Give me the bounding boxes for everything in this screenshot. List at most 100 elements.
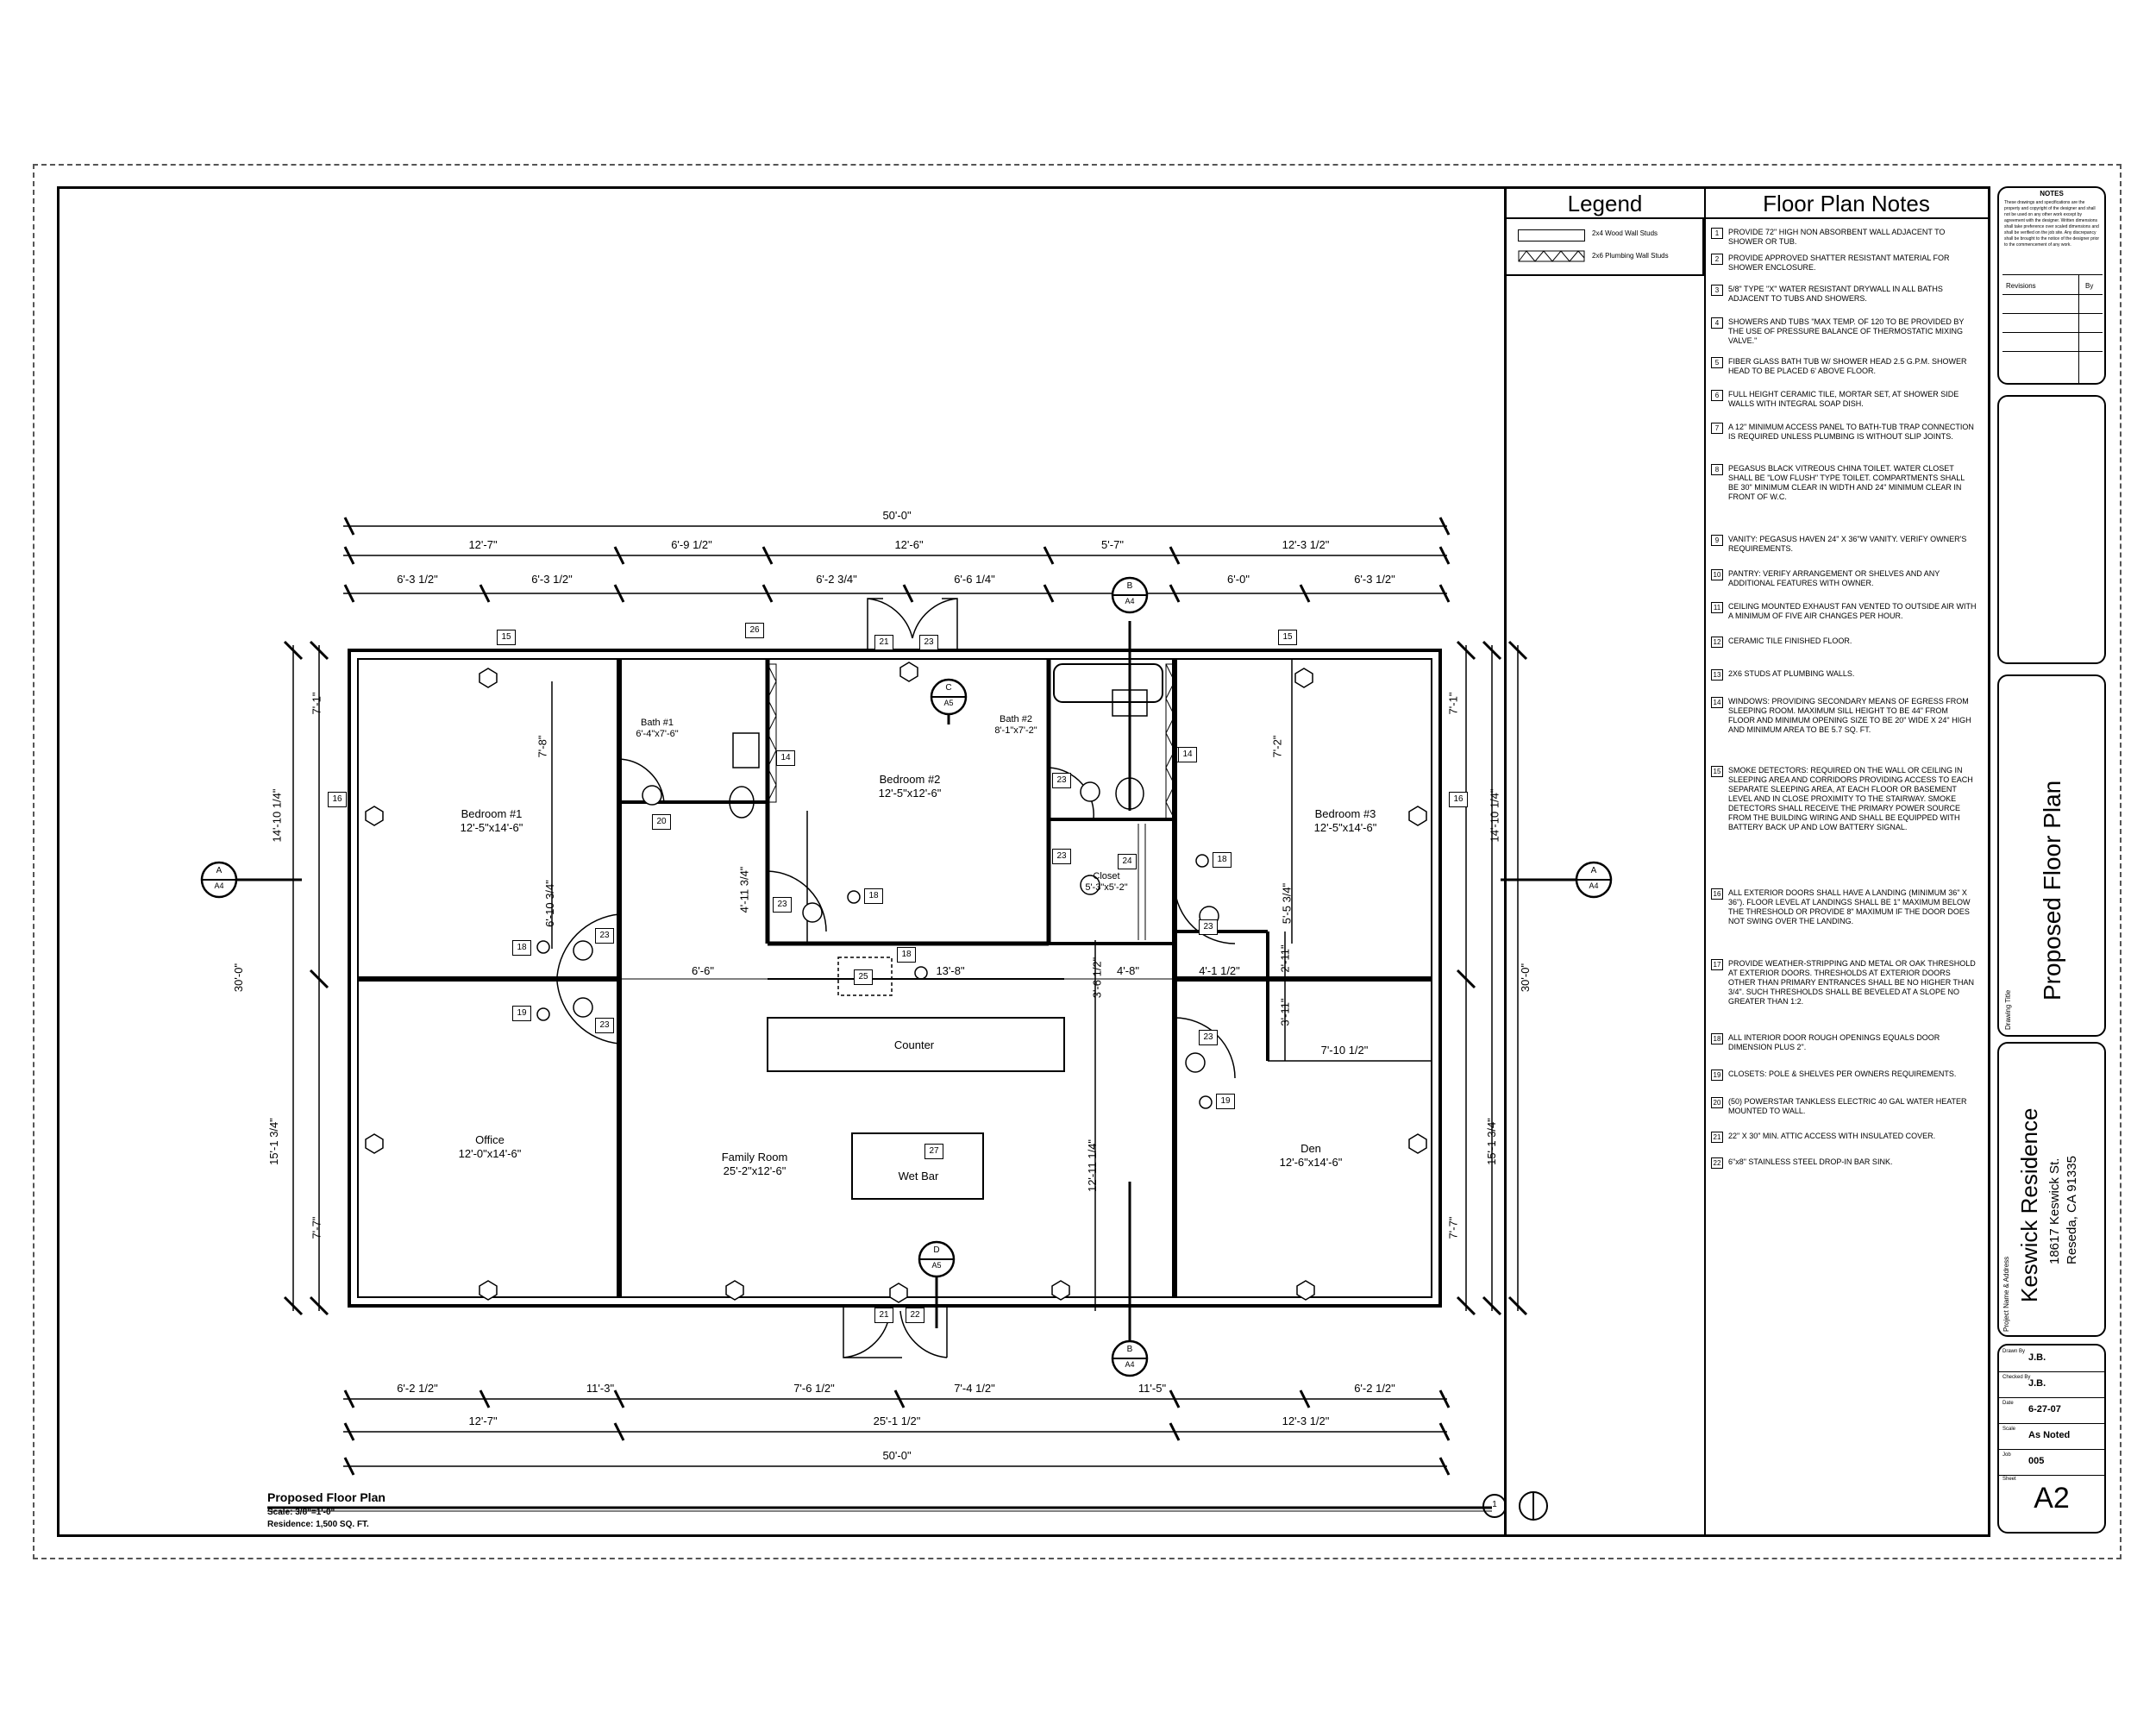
revisions-row-line: [2002, 332, 2103, 333]
titleblock-notes-text: These drawings and specifications are th…: [2004, 200, 2100, 248]
room-size: 12'-5"x14'-6": [1313, 821, 1377, 834]
note-tag: 27: [924, 1144, 943, 1159]
plan-drawing-number: 1: [1492, 1500, 1497, 1509]
room-bath2: Bath #2 8'-1"x7'-2": [981, 714, 1050, 737]
field-label: Drawn By: [2002, 1349, 2026, 1354]
room-size: 25'-2"x12'-6": [723, 1164, 787, 1177]
note-tag: 21: [874, 635, 893, 650]
room-size: 5'-3"x5'-2": [1085, 882, 1128, 893]
door-bath2: [1048, 767, 1094, 820]
note-tag: 23: [1199, 919, 1218, 935]
smoke-detector-icon: [914, 966, 928, 980]
note-number: 20: [1711, 1097, 1723, 1108]
dim-top2-1: 6'-3 1/2": [397, 573, 438, 586]
dim-int-9: 7'-2": [1270, 735, 1284, 758]
room-bedroom2: Bedroom #2 12'-5"x12'-6": [845, 773, 975, 800]
room-bedroom1: Bedroom #1 12'-5"x14'-6": [431, 807, 552, 835]
dim-bot-2: 25'-1 1/2": [873, 1414, 921, 1427]
room-bedroom3: Bedroom #3 12'-5"x14'-6": [1285, 807, 1406, 835]
note-number: 3: [1711, 285, 1723, 296]
dim-right-lower: 15'-1 3/4": [1484, 1118, 1498, 1165]
note-tag: 18: [864, 888, 883, 904]
dim-int-6: 3'-6 1/2": [1090, 957, 1104, 999]
note-tag: 23: [595, 1018, 614, 1033]
note-tag: 25: [854, 969, 873, 985]
field-label: Checked By: [2002, 1375, 2031, 1380]
dim-int-8: 4'-1 1/2": [1199, 964, 1240, 977]
dim-int-1: 7'-8": [536, 735, 549, 758]
field-value: J.B.: [2028, 1352, 2046, 1363]
revisions-row-line: [2002, 351, 2103, 352]
sheet-number: A2: [2034, 1482, 2070, 1515]
room-size: 6'-4"x7'-6": [636, 729, 679, 739]
titleblock-notes: NOTES These drawings and specifications …: [1997, 186, 2106, 385]
note-text: CERAMIC TILE FINISHED FLOOR.: [1728, 637, 1852, 645]
note-number: 6: [1711, 390, 1723, 401]
note-tag: 16: [1449, 792, 1468, 807]
titleblock-notes-heading: NOTES: [2040, 190, 2064, 198]
section-a2-letter: A: [1590, 866, 1597, 875]
dim-bot2-2: 11'-3": [586, 1382, 615, 1395]
section-d-sheet: A5: [931, 1261, 942, 1270]
legend-label-plumbing: 2x6 Plumbing Wall Studs: [1592, 252, 1669, 260]
note-tag: 20: [652, 814, 671, 830]
note-text: PROVIDE WEATHER-STRIPPING AND METAL OR O…: [1728, 959, 1976, 1006]
plan-scale: Scale: 3/8"=1'-0": [267, 1508, 335, 1517]
note-number: 21: [1711, 1132, 1723, 1143]
note-tag: 18: [897, 947, 916, 963]
smoke-detector-icon: [1199, 1095, 1213, 1109]
door-bedroom1: [556, 913, 620, 977]
dim-top2-6: 6'-3 1/2": [1354, 573, 1395, 586]
field-value: J.B.: [2028, 1378, 2046, 1389]
note-number: 4: [1711, 317, 1723, 329]
field-value: 005: [2028, 1456, 2045, 1466]
dim-int-3: 4'-11 3/4": [737, 866, 751, 913]
note-number: 2: [1711, 254, 1723, 265]
revisions-row-line: [2002, 294, 2103, 295]
room-closet: Closet 5'-3"x5'-2": [1068, 871, 1145, 894]
note-text: 6"x8" STAINLESS STEEL DROP-IN BAR SINK.: [1728, 1157, 1893, 1166]
door-bedroom2: [767, 870, 827, 932]
dim-int-4: 6'-6": [692, 964, 714, 977]
legend-title: Legend: [1506, 188, 1704, 219]
dim-int-10: 5'-5 3/4": [1280, 882, 1294, 925]
note-tag: 16: [328, 792, 347, 807]
section-b-letter: B: [1126, 581, 1133, 591]
room-name: Office: [475, 1133, 505, 1146]
legend-box: 2x4 Wood Wall Studs 2x6 Plumbing Wall St…: [1504, 219, 1704, 276]
plumbing-wall-bath2: [1165, 663, 1175, 820]
room-name: Bath #2: [1000, 714, 1032, 724]
wet-bar-label: Wet Bar: [898, 1170, 939, 1182]
note-number: 15: [1711, 766, 1723, 777]
exterior-wall-outer: [348, 649, 1442, 1308]
room-size: 12'-5"x12'-6": [878, 787, 942, 800]
door-office: [556, 981, 620, 1044]
dim-bot2-6: 6'-2 1/2": [1354, 1382, 1395, 1395]
room-name: Bedroom #2: [879, 773, 941, 786]
section-a-sheet: A4: [214, 881, 224, 890]
dim-int-14: 12'-11 1/4": [1086, 1138, 1100, 1193]
note-tag: 23: [1052, 849, 1071, 864]
section-c-sheet: A5: [943, 699, 954, 707]
field-label: Scale: [2002, 1427, 2016, 1432]
dim-int-12: 3'-11": [1278, 998, 1292, 1026]
dim-bot2-5: 11'-5": [1138, 1382, 1167, 1395]
revisions-table: Revisions By: [2002, 274, 2103, 384]
counter: [767, 1017, 1065, 1072]
note-text: WINDOWS: PROVIDING SECONDARY MEANS OF EG…: [1728, 697, 1971, 734]
